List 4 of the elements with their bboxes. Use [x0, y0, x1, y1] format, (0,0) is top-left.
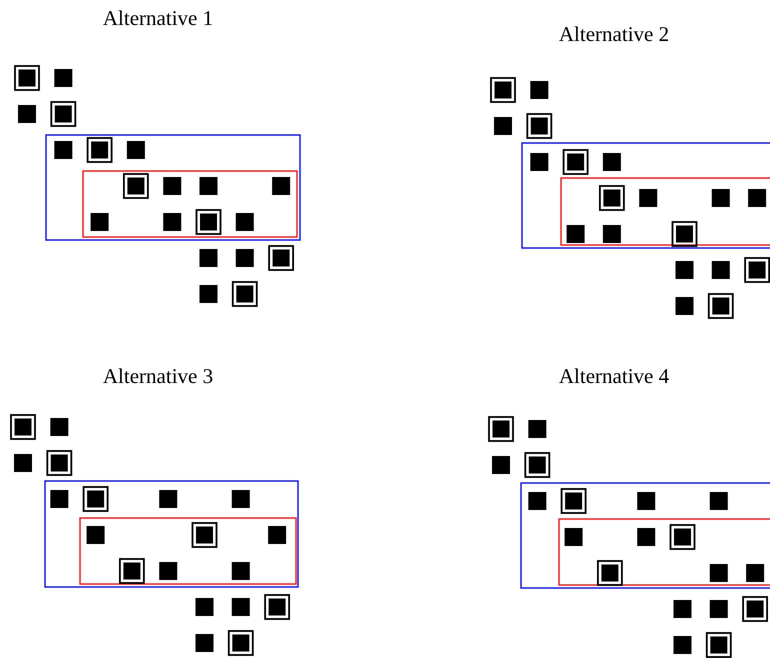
panel-title: Alternative 2	[558, 22, 670, 47]
panel-title: Alternative 3	[102, 364, 214, 389]
panel-title: Alternative 1	[102, 6, 214, 31]
panel-title: Alternative 4	[558, 364, 670, 389]
